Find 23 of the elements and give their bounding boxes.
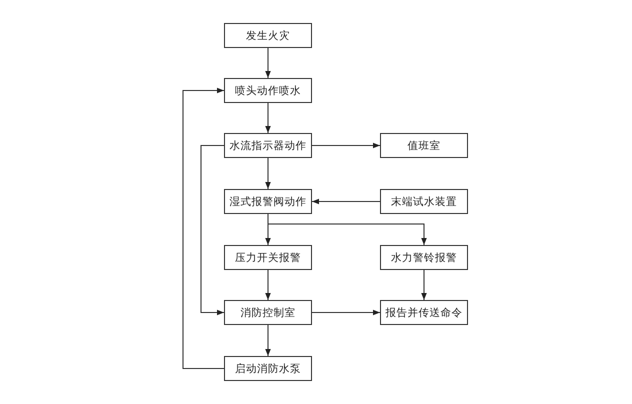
arrow: [265, 324, 271, 356]
process-box: 水力警铃报警: [380, 245, 468, 270]
process-box: 报告并传送命令: [380, 300, 468, 325]
process-box: 喷头动作喷水: [224, 78, 312, 103]
arrow: [200, 145, 224, 316]
process-box: 末端试水装置: [380, 189, 468, 214]
process-box: 发生火灾: [224, 23, 312, 48]
arrow: [312, 142, 380, 148]
process-box: 压力开关报警: [224, 245, 312, 270]
process-box: 消防控制室: [224, 300, 312, 325]
arrow: [268, 214, 427, 246]
arrow: [265, 158, 271, 190]
arrow: [265, 48, 271, 78]
arrow: [265, 102, 271, 134]
process-box: 水流指示器动作: [224, 133, 312, 158]
process-box: 湿式报警阀动作: [224, 189, 312, 214]
arrow: [312, 198, 380, 204]
process-box: 值班室: [380, 133, 468, 158]
arrow: [312, 310, 380, 316]
arrow: [265, 270, 271, 300]
arrow: [182, 88, 224, 369]
process-box: 启动消防水泵: [224, 356, 312, 381]
arrow: [421, 270, 427, 300]
